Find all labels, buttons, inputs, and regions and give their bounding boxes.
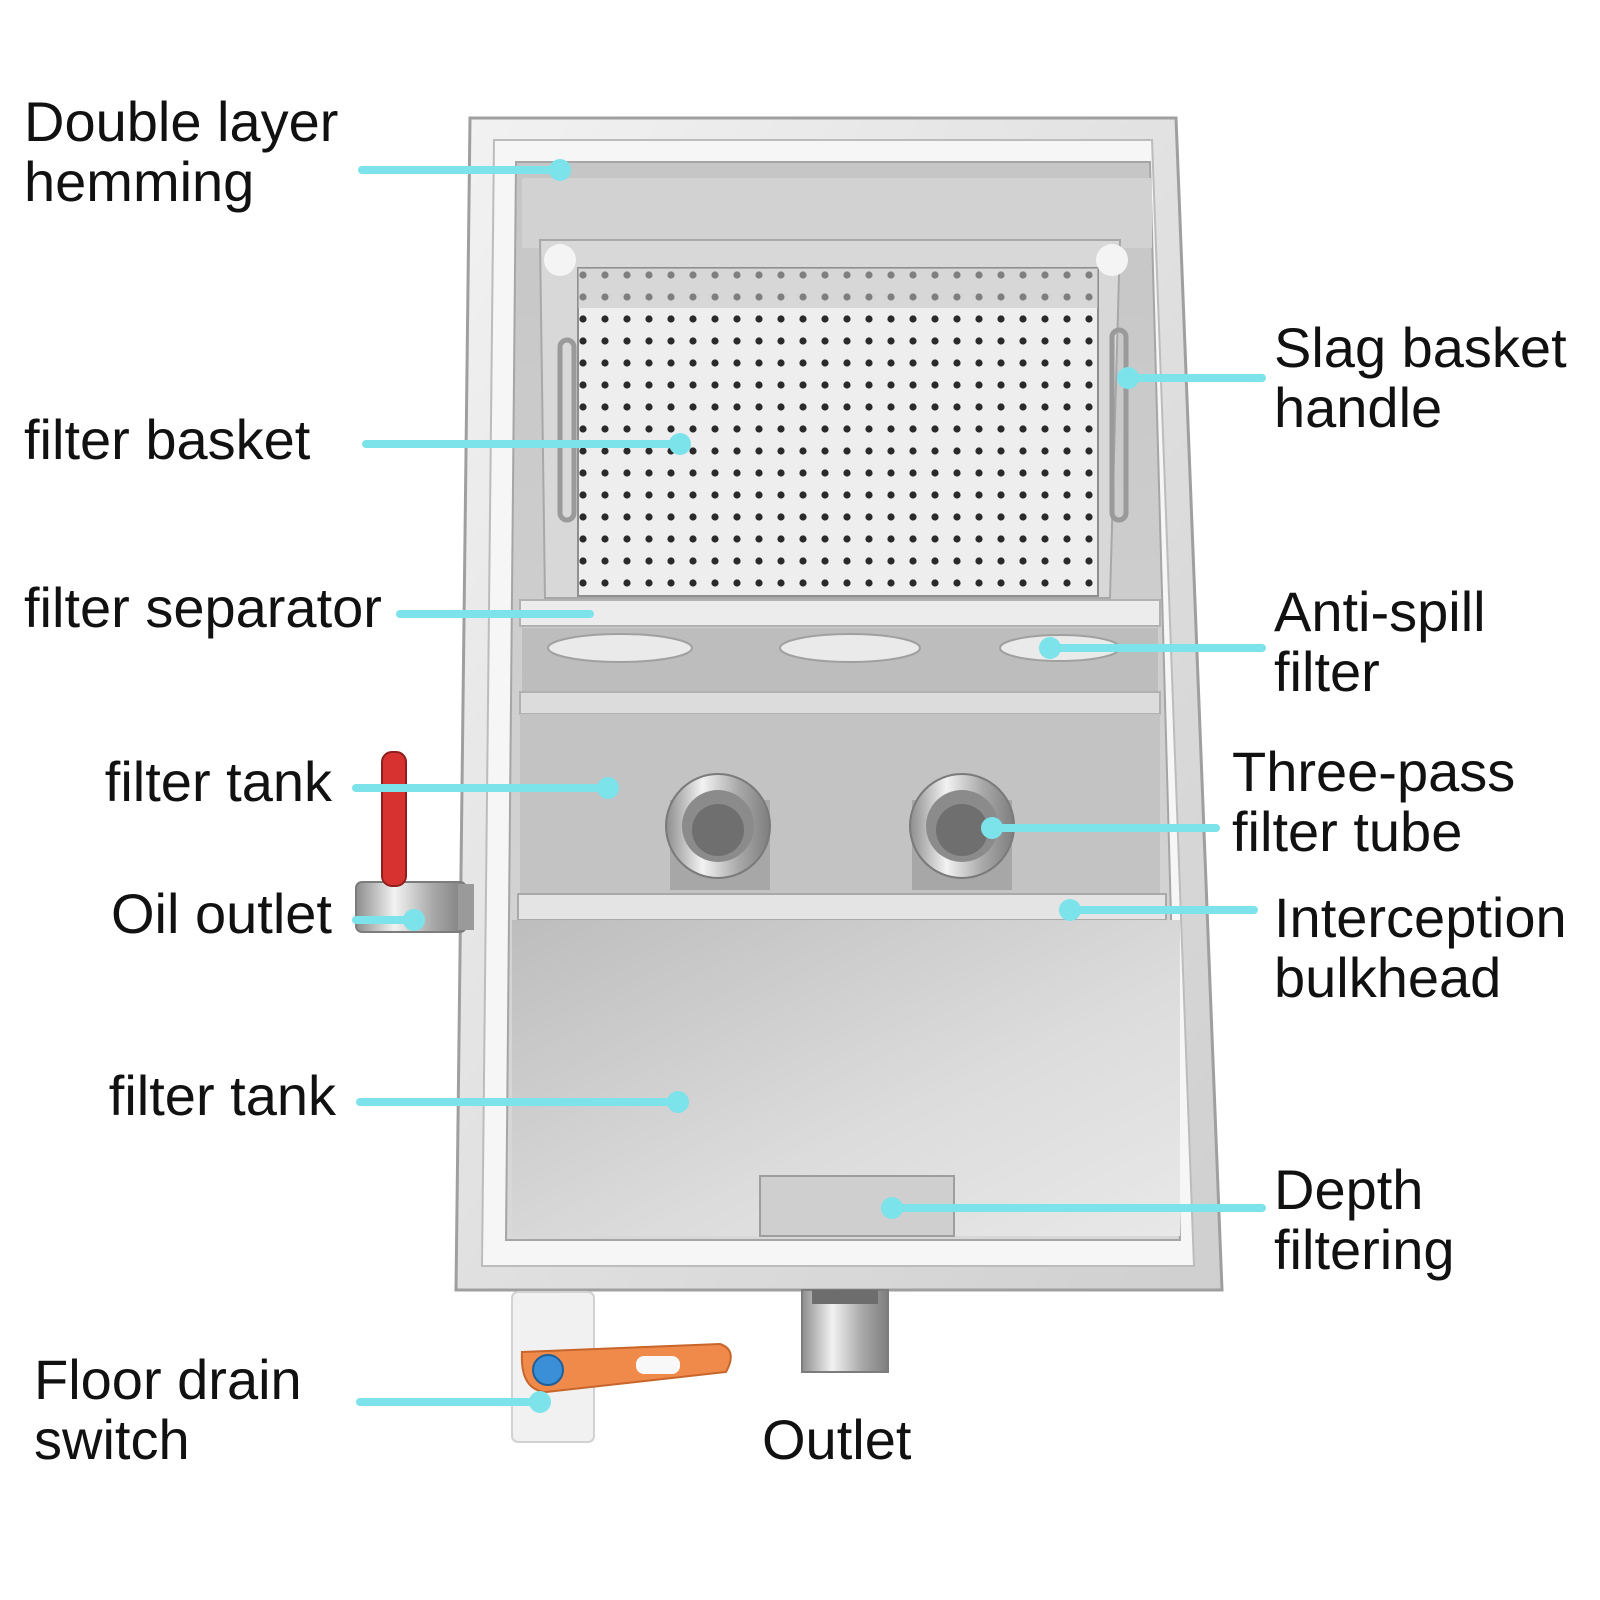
- upper-filter-tank-illustration: [520, 714, 1160, 894]
- label-filter-basket: filter basket: [24, 410, 310, 470]
- label-three-pass-filter-tube-line1: Three-pass: [1232, 740, 1516, 803]
- label-interception-bulkhead-line1: Interception: [1274, 886, 1567, 949]
- label-floor-drain-switch: Floor drain switch: [34, 1350, 302, 1470]
- label-double-layer-hemming: Double layer hemming: [24, 92, 338, 212]
- label-interception-bulkhead-line2: bulkhead: [1274, 946, 1502, 1009]
- label-three-pass-filter-tube-line2: filter tube: [1232, 800, 1463, 863]
- label-anti-spill-filter-line1: Anti-spill: [1274, 580, 1486, 643]
- label-slag-basket-handle-line1: Slag basket: [1274, 316, 1567, 379]
- label-depth-filtering: Depth filtering: [1274, 1160, 1455, 1280]
- label-filter-separator: filter separator: [24, 578, 382, 638]
- label-filter-tank-lower: filter tank: [60, 1066, 336, 1126]
- label-slag-basket-handle-line2: handle: [1274, 376, 1443, 439]
- bottom-outlet-pipe: [801, 1289, 889, 1373]
- label-three-pass-filter-tube: Three-pass filter tube: [1232, 742, 1515, 862]
- label-interception-bulkhead: Interception bulkhead: [1274, 888, 1567, 1008]
- label-filter-tank-lower-line1: filter tank: [108, 1064, 336, 1127]
- filter-basket-illustration: [522, 178, 1152, 599]
- label-depth-filtering-line2: filtering: [1274, 1218, 1455, 1281]
- filter-separator-illustration: [519, 599, 1161, 715]
- oil-outlet-valve: [355, 751, 474, 933]
- label-filter-basket-line1: filter basket: [24, 408, 311, 471]
- label-outlet: Outlet: [762, 1410, 911, 1470]
- floor-drain-switch-valve: [511, 1291, 732, 1443]
- label-outlet-line1: Outlet: [762, 1408, 912, 1471]
- label-oil-outlet-line1: Oil outlet: [111, 882, 332, 945]
- label-slag-basket-handle: Slag basket handle: [1274, 318, 1567, 438]
- label-oil-outlet: Oil outlet: [60, 884, 332, 944]
- label-anti-spill-filter-line2: filter: [1274, 640, 1380, 703]
- label-double-layer-hemming-line2: hemming: [24, 150, 255, 213]
- label-floor-drain-switch-line2: switch: [34, 1408, 190, 1471]
- label-anti-spill-filter: Anti-spill filter: [1274, 582, 1486, 702]
- lower-filter-tank-illustration: [512, 920, 1180, 1237]
- leader-lines: [352, 159, 1266, 1413]
- label-double-layer-hemming-line1: Double layer: [24, 90, 339, 153]
- label-depth-filtering-line1: Depth: [1274, 1158, 1424, 1221]
- label-filter-tank-upper-line1: filter tank: [104, 750, 332, 813]
- label-filter-separator-line1: filter separator: [24, 576, 382, 639]
- label-filter-tank-upper: filter tank: [60, 752, 332, 812]
- label-floor-drain-switch-line1: Floor drain: [34, 1348, 302, 1411]
